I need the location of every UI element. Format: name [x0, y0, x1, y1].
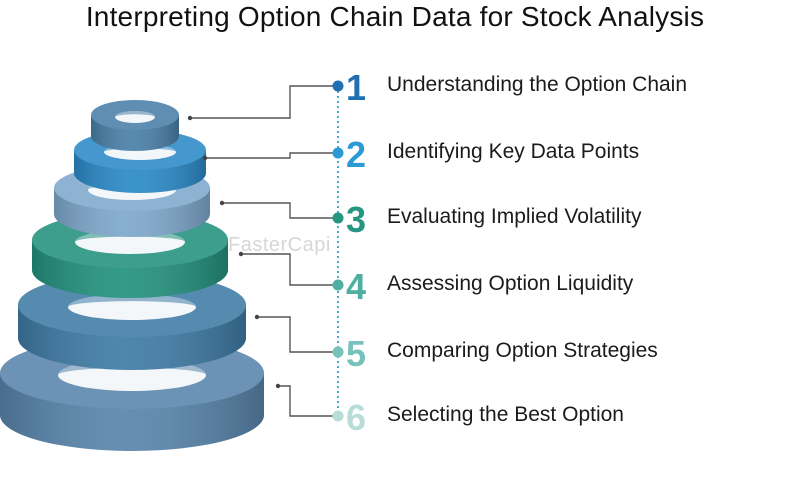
page-title: Interpreting Option Chain Data for Stock… — [85, 1, 705, 32]
connector-4 — [241, 253, 336, 286]
step-number-4: 4 — [346, 266, 366, 307]
step-label-6: Selecting the Best Option — [387, 403, 624, 426]
step-label-4: Assessing Option Liquidity — [387, 272, 634, 295]
connector-6 — [278, 385, 336, 417]
connector-3 — [222, 202, 336, 219]
ring-stack — [0, 100, 264, 451]
watermark: FasterCapi — [228, 234, 331, 256]
step-dot-1 — [332, 80, 344, 92]
connector-5 — [257, 316, 336, 353]
connector-2 — [205, 152, 336, 159]
step-dot-3 — [332, 212, 344, 224]
ring-1 — [91, 100, 179, 151]
step-dot-2 — [332, 147, 344, 159]
step-dot-4 — [332, 279, 344, 291]
step-label-2: Identifying Key Data Points — [387, 140, 640, 163]
step-label-1: Understanding the Option Chain — [387, 73, 688, 96]
step-number-3: 3 — [346, 199, 366, 240]
step-number-6: 6 — [346, 397, 366, 438]
step-label-5: Comparing Option Strategies — [387, 339, 658, 362]
step-number-2: 2 — [346, 134, 366, 175]
connector-1 — [190, 85, 336, 119]
step-markers: 1 2 3 4 5 6 — [332, 67, 366, 438]
step-number-5: 5 — [346, 333, 366, 374]
step-label-3: Evaluating Implied Volatility — [387, 205, 642, 228]
step-dot-6 — [332, 410, 344, 422]
step-dot-5 — [332, 346, 344, 358]
connector-lines — [187, 85, 336, 417]
step-number-1: 1 — [346, 67, 366, 108]
ring-4 — [32, 212, 228, 298]
